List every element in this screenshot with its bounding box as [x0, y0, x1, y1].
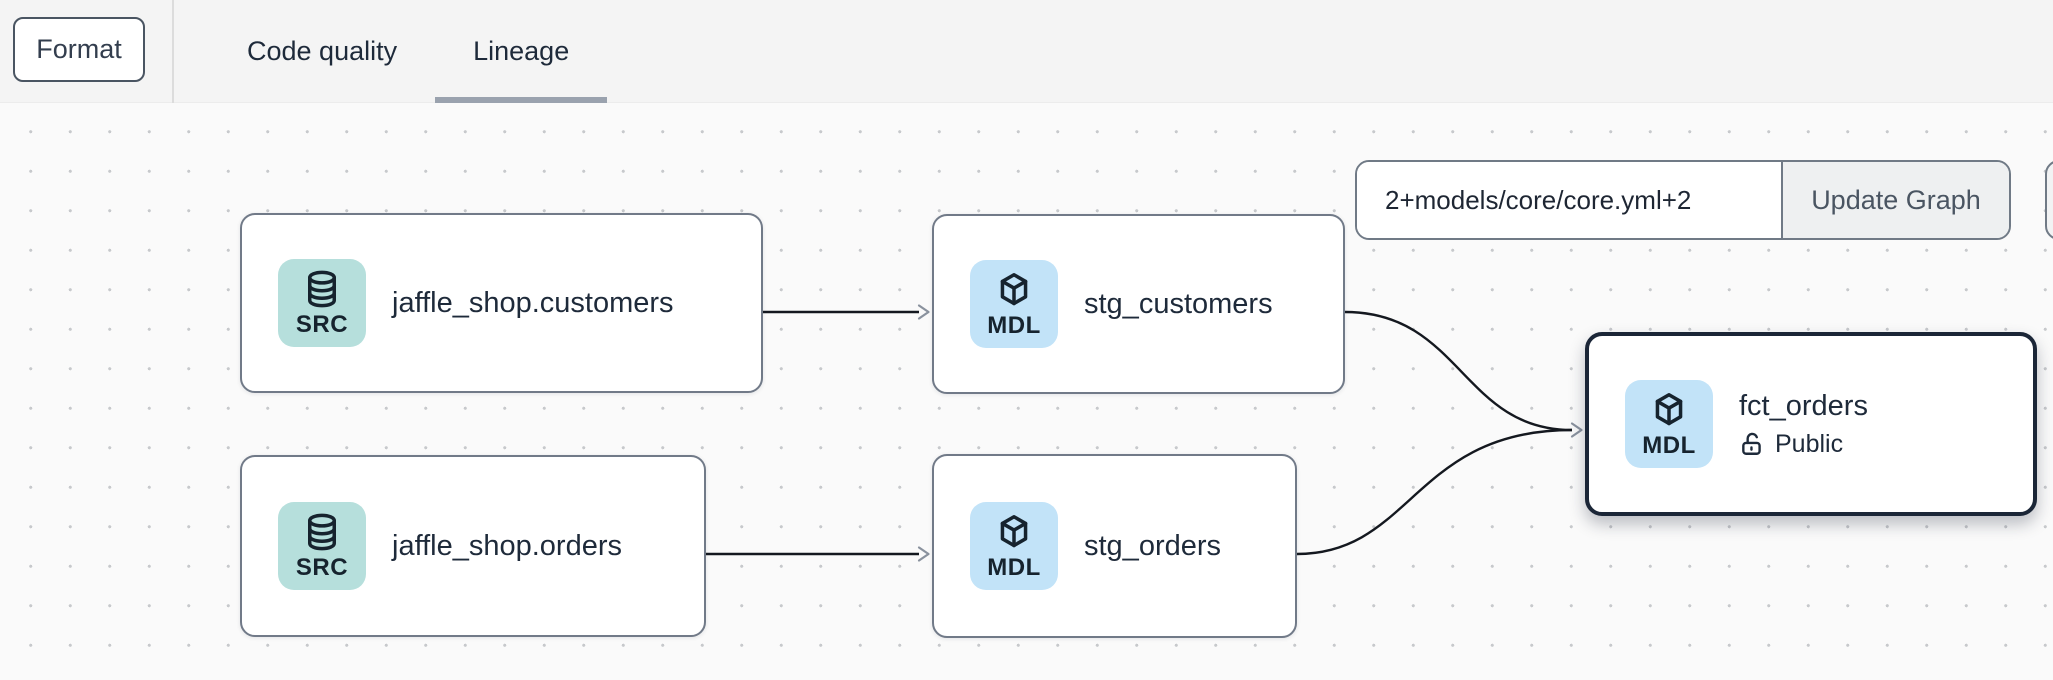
node-type-badge: MDL: [987, 311, 1041, 339]
format-button[interactable]: Format: [13, 17, 145, 82]
cube-icon: [1655, 392, 1683, 425]
node-jaffle-shop-orders[interactable]: SRC jaffle_shop.orders: [240, 455, 706, 637]
node-label: jaffle_shop.customers: [392, 286, 674, 319]
arrowhead-icon: [1570, 422, 1583, 438]
node-type-badge: SRC: [295, 553, 349, 581]
arrowhead-icon: [917, 546, 930, 562]
node-stg-orders[interactable]: MDL stg_orders: [932, 454, 1297, 638]
node-type-badge: MDL: [1642, 431, 1696, 459]
database-icon: [308, 513, 336, 550]
source-badge: SRC: [278, 259, 366, 347]
node-type-badge: MDL: [987, 553, 1041, 581]
source-badge: SRC: [278, 502, 366, 590]
tab-label: Lineage: [473, 36, 570, 66]
cube-icon: [1000, 272, 1028, 305]
cube-icon: [1000, 514, 1028, 547]
node-access-row: Public: [1739, 430, 1868, 459]
tab-code-quality[interactable]: Code quality: [209, 0, 435, 103]
model-badge: MDL: [970, 260, 1058, 348]
node-type-badge: SRC: [295, 310, 349, 338]
database-icon: [308, 270, 336, 307]
node-jaffle-shop-customers[interactable]: SRC jaffle_shop.customers: [240, 213, 763, 393]
node-label: stg_orders: [1084, 529, 1222, 562]
node-fct-orders[interactable]: MDL fct_orders Public: [1585, 332, 2037, 516]
model-badge: MDL: [970, 502, 1058, 590]
selector-group: Update Graph: [1355, 160, 2011, 240]
clipped-edge-button[interactable]: [2045, 160, 2053, 240]
access-label: Public: [1775, 429, 1844, 458]
update-graph-button[interactable]: Update Graph: [1781, 162, 2009, 238]
toolbar-divider: [172, 0, 174, 103]
model-badge: MDL: [1625, 380, 1713, 468]
arrowhead-icon: [917, 304, 930, 320]
node-label: jaffle_shop.orders: [392, 529, 623, 562]
node-stg-customers[interactable]: MDL stg_customers: [932, 214, 1345, 394]
edge-stg-customers-to-fct: [1344, 310, 1573, 432]
selector-input[interactable]: [1357, 162, 1781, 238]
tab-label: Code quality: [247, 36, 398, 66]
edge-stg-orders-to-fct: [1296, 428, 1573, 556]
node-text-column: fct_orders Public: [1739, 390, 1868, 459]
tab-lineage[interactable]: Lineage: [435, 0, 608, 103]
tab-bar: Code quality Lineage: [209, 0, 608, 103]
node-label: fct_orders: [1739, 389, 1868, 422]
top-toolbar: Format Code quality Lineage: [0, 0, 2053, 103]
lineage-canvas[interactable]: SRC jaffle_shop.customers MDL stg_custom…: [0, 103, 2053, 680]
active-tab-underline: [435, 97, 608, 103]
node-label: stg_customers: [1084, 287, 1273, 320]
unlock-icon: [1742, 432, 1761, 455]
